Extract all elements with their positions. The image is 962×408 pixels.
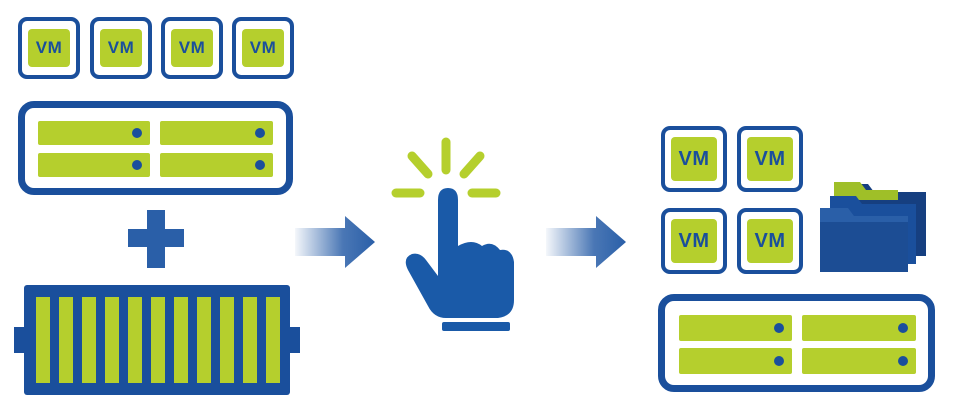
vm-label: VM [100, 29, 142, 67]
arrow-right-icon [295, 216, 375, 268]
target-server-icon [658, 294, 935, 392]
vm-label: VM [747, 219, 793, 263]
vm-label: VM [747, 137, 793, 181]
target-vm-2: VM [737, 126, 803, 192]
vm-label: VM [242, 29, 284, 67]
server-drive [160, 153, 273, 177]
plus-icon [128, 210, 184, 268]
storage-array-icon [14, 285, 300, 395]
vm-label: VM [28, 29, 70, 67]
source-server-icon [18, 101, 293, 195]
vm-label: VM [671, 137, 717, 181]
source-vm-3: VM [161, 17, 223, 79]
arrow-right-icon [546, 216, 626, 268]
vm-label: VM [671, 219, 717, 263]
source-vm-4: VM [232, 17, 294, 79]
server-drive [802, 315, 916, 341]
server-drive [160, 121, 273, 145]
server-drive [679, 315, 792, 341]
vm-label: VM [171, 29, 213, 67]
target-vm-3: VM [661, 208, 727, 274]
target-vm-4: VM [737, 208, 803, 274]
hand-click-icon [391, 137, 514, 331]
folders-icon [820, 182, 926, 272]
source-vm-1: VM [18, 17, 80, 79]
server-drive [38, 121, 150, 145]
source-vm-2: VM [90, 17, 152, 79]
server-drive [679, 348, 792, 374]
server-drive [802, 348, 916, 374]
target-vm-1: VM [661, 126, 727, 192]
server-drive [38, 153, 150, 177]
